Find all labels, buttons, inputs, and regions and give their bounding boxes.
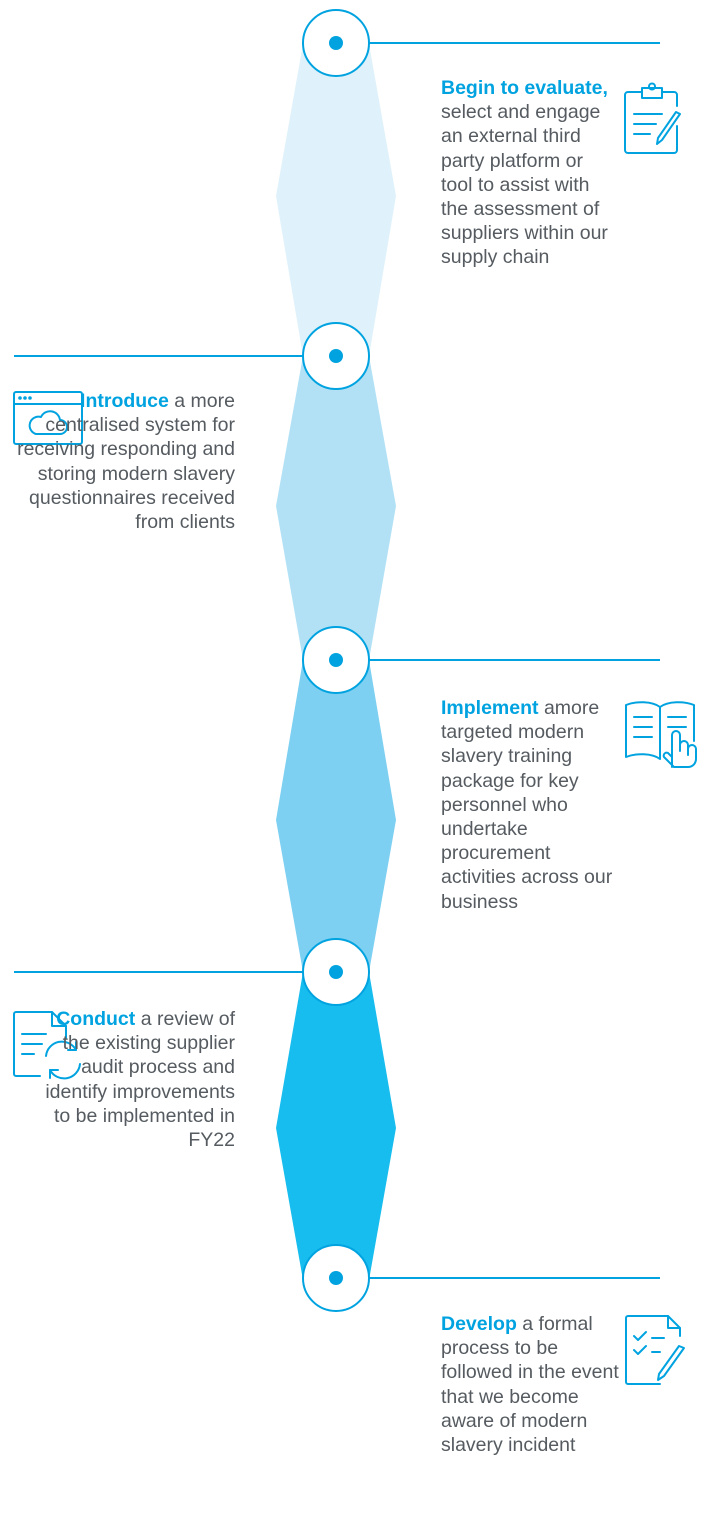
document-refresh-icon xyxy=(13,1011,81,1080)
clipboard-pencil-icon xyxy=(624,82,681,154)
step-5-keyword: Develop xyxy=(441,1313,517,1335)
step-1-text: Begin to evaluate, select and engage an … xyxy=(441,76,616,270)
step-1-description: select and engage an external third part… xyxy=(441,101,608,269)
browser-cloud-icon xyxy=(13,391,83,445)
step-4-keyword: Conduct xyxy=(56,1008,136,1030)
milestone-marker-2 xyxy=(302,322,370,390)
milestone-marker-5 xyxy=(302,1244,370,1312)
step-2-description: a more centralised system for receiving … xyxy=(17,390,235,534)
checklist-pencil-icon xyxy=(625,1315,685,1385)
step-5-text: Develop a formal process to be followed … xyxy=(441,1312,619,1457)
timeline-band-3 xyxy=(276,660,396,972)
step-3-keyword: Implement xyxy=(441,697,539,719)
step-2-keyword: Introduce xyxy=(80,390,169,412)
step-3-description: amore targeted modern slavery training p… xyxy=(441,697,613,913)
milestone-marker-3 xyxy=(302,626,370,694)
step-1-keyword: Begin to evaluate, xyxy=(441,77,608,99)
timeline-band-4 xyxy=(276,972,396,1280)
milestone-marker-4 xyxy=(302,938,370,1006)
step-4-text: Conduct a review of the existing supplie… xyxy=(45,1007,235,1152)
step-4-description: a review of the existing supplier audit … xyxy=(45,1008,235,1152)
step-5-description: a formal process to be followed in the e… xyxy=(441,1313,619,1457)
step-2-text: Introduce a more centralised system for … xyxy=(5,389,235,534)
open-book-hand-icon xyxy=(625,701,697,768)
timeline-band-2 xyxy=(276,356,396,660)
step-3-text: Implement amore targeted modern slavery … xyxy=(441,696,616,914)
milestone-marker-1 xyxy=(302,9,370,77)
timeline-band-1 xyxy=(276,44,396,356)
